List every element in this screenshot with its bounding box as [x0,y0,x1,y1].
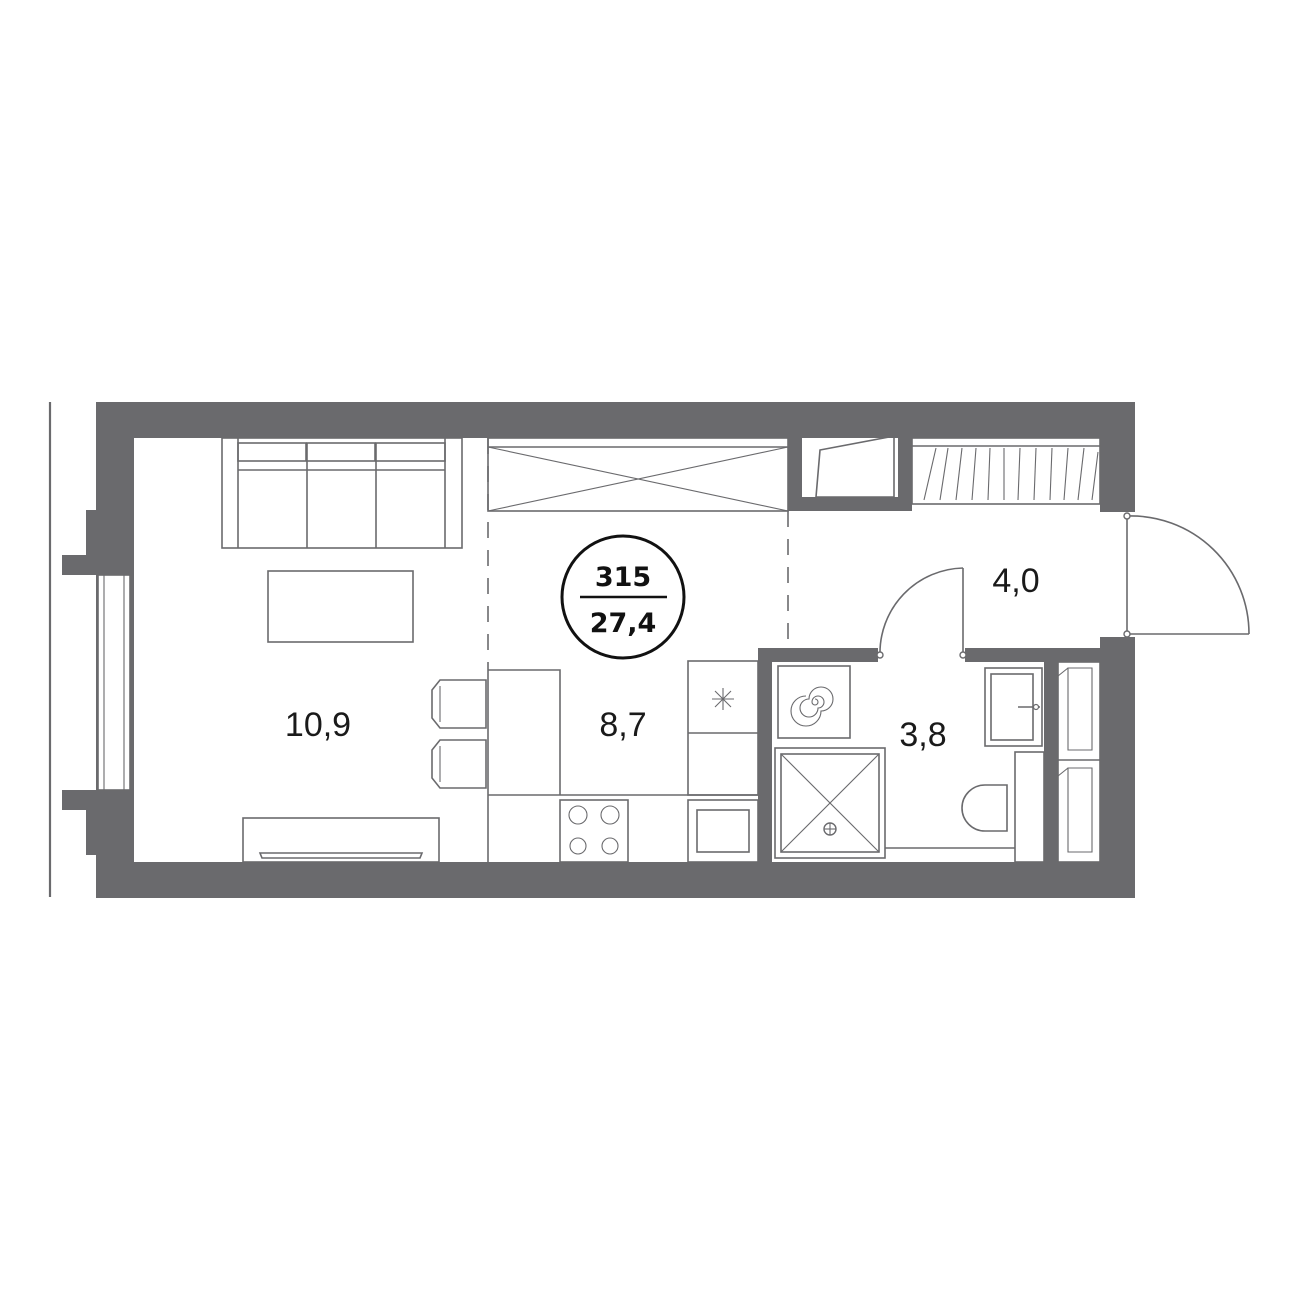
kitchen-counter [488,660,759,796]
inner-walls [758,438,1125,862]
hallway-wardrobe [911,437,1101,505]
niche-cabinet [815,435,895,498]
toilet [961,751,1045,863]
room-area-bathroom: 3,8 [899,716,946,754]
bar-stool [431,679,487,729]
storage-cabinet [487,437,789,512]
apartment-number: 315 [595,562,651,593]
cooktop [559,799,629,863]
tv-stand [242,817,440,863]
window [97,574,131,791]
coffee-table [267,570,414,643]
sofa [221,437,463,549]
sink [984,667,1043,747]
room-area-living: 10,9 [285,706,351,744]
bar-counter [487,669,561,862]
shower-tray [774,747,886,859]
room-area-hallway: 4,0 [992,562,1039,600]
washing-machine [777,665,851,739]
apartment-total-area: 27,4 [590,608,657,639]
apartment-badge: 315 27,4 [560,534,686,660]
room-area-kitchen: 8,7 [599,706,646,744]
shaft [1057,661,1101,863]
outer-walls [62,402,1135,898]
bathroom-door [876,567,967,659]
oven [687,799,759,863]
freezer-icon [712,688,734,710]
entrance-door [1123,512,1250,638]
bar-stool [431,739,487,789]
